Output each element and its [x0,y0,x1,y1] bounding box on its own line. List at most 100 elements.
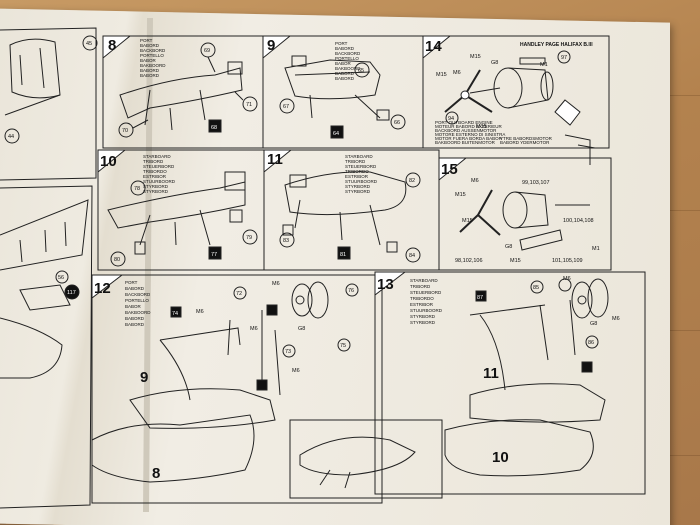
step-number-11: 11 [267,151,283,168]
nacelle-half-9 [129,388,276,429]
svg-text:100,104,108: 100,104,108 [563,218,594,224]
undercarriage-strut [159,327,241,346]
svg-text:94: 94 [448,116,454,122]
svg-text:BAKBOORD: BAKBOORD [125,310,151,315]
svg-text:PORTELLO: PORTELLO [125,298,149,303]
svg-text:BACKBORD: BACKBORD [140,48,166,53]
svg-text:STARBOARD: STARBOARD [143,154,171,159]
panel-inset [289,419,443,499]
svg-text:65: 65 [358,68,364,74]
page-fold [143,17,153,513]
svg-text:87: 87 [477,295,483,301]
svg-text:66: 66 [394,120,400,126]
svg-text:TRIBORDO: TRIBORDO [143,169,167,174]
step-8-part [119,67,243,119]
step-12-direction-labels: PORT BABORD BACKBORD PORTELLO BABOR BAKB… [125,280,151,327]
undercarriage-strut-2 [469,304,546,316]
svg-text:BACKBORD: BACKBORD [335,51,361,56]
svg-text:70: 70 [122,128,128,134]
svg-text:STUURBOORD: STUURBOORD [410,308,443,313]
svg-text:BABORD: BABORD [335,76,355,81]
svg-text:83: 83 [283,238,289,244]
part-callout [82,35,98,51]
svg-text:81: 81 [340,252,346,258]
step-9-part [284,59,381,100]
svg-text:M6: M6 [292,368,300,374]
svg-text:56: 56 [58,275,64,281]
svg-text:10: 10 [492,449,509,466]
svg-text:73: 73 [285,349,291,355]
svg-text:117: 117 [67,290,76,296]
svg-text:M1: M1 [540,62,548,68]
svg-text:BABORD: BABORD [140,43,160,48]
svg-text:STEUERBORD: STEUERBORD [345,164,377,169]
panel-left-top [0,27,97,181]
svg-text:G8: G8 [298,326,305,332]
svg-text:M15: M15 [455,192,466,198]
svg-text:ESTRIBOR: ESTRIBOR [143,174,167,179]
panel-step-14 [422,35,610,149]
svg-text:TRIBORDO: TRIBORDO [345,169,369,174]
svg-text:G8: G8 [505,244,512,250]
svg-text:9: 9 [140,369,148,386]
svg-text:PORT: PORT [335,41,348,46]
svg-text:STYRBORD: STYRBORD [410,320,436,325]
svg-text:80: 80 [114,257,120,263]
step-9-direction-labels: PORT BABORD BACKBORD PORTELLO BABOR BAKB… [335,41,361,81]
svg-text:BABORD: BABORD [125,286,145,291]
svg-text:84: 84 [409,253,415,259]
step-number-8: 8 [108,37,116,54]
svg-text:BAKBOORD BUITENMOTOR: BAKBOORD BUITENMOTOR [435,140,496,145]
svg-text:M1: M1 [592,246,600,252]
svg-text:BABOR: BABOR [335,61,352,66]
step-number-9: 9 [267,37,275,54]
svg-text:101,105,109: 101,105,109 [552,258,583,264]
panel-step-12 [91,274,383,504]
svg-text:44: 44 [8,134,14,140]
svg-text:BABORD: BABORD [125,322,145,327]
step-11-direction-labels: STARBOARD TRIBORD STEUERBORD TRIBORDO ES… [345,154,378,194]
svg-text:G8: G8 [491,60,498,66]
svg-text:77: 77 [211,252,217,258]
svg-text:BACKBORD: BACKBORD [125,292,151,297]
svg-text:72: 72 [236,291,242,297]
svg-text:75: 75 [340,343,346,349]
svg-text:M15: M15 [470,54,481,60]
svg-text:99,103,107: 99,103,107 [522,180,550,186]
svg-text:BABORD: BABORD [140,68,160,73]
nacelle-half-10 [444,419,594,477]
step-number-12: 12 [94,280,111,297]
wing-drawing [0,199,89,271]
wheel [291,283,313,317]
svg-text:PORT: PORT [140,38,153,43]
svg-text:STYRBORD: STYRBORD [345,184,371,189]
svg-text:M15: M15 [436,72,447,78]
svg-text:ESTRIBOR: ESTRIBOR [345,174,369,179]
svg-text:STARBOARD: STARBOARD [345,154,373,159]
svg-text:MOTEUR BABORD EXTERIEUR: MOTEUR BABORD EXTERIEUR [435,124,503,129]
svg-text:MOTOR FUERA BORDA BABOR: MOTOR FUERA BORDA BABOR [435,136,503,141]
svg-text:11: 11 [483,365,499,382]
svg-text:STYRBORD: STYRBORD [410,314,436,319]
svg-text:PORT OUTBOARD ENGINE: PORT OUTBOARD ENGINE [435,120,493,125]
svg-text:BABORD YDERMOTOR: BABORD YDERMOTOR [500,140,550,145]
step-number-14: 14 [425,38,442,55]
svg-text:BABOR: BABOR [125,304,142,309]
svg-text:STYRBORD: STYRBORD [345,189,371,194]
svg-text:BABORD: BABORD [335,71,355,76]
svg-text:85: 85 [533,285,539,291]
svg-text:TRIBORD: TRIBORD [345,159,366,164]
svg-text:TRIBORD: TRIBORD [410,284,431,289]
svg-text:M6: M6 [250,326,258,332]
nacelle-half-11 [469,383,606,423]
svg-text:YTRE BABORDSMOTOR: YTRE BABORDSMOTOR [500,136,553,141]
svg-text:M6: M6 [612,316,620,322]
svg-text:PORTELLO: PORTELLO [335,56,359,61]
engine-detail [554,99,581,126]
engine-cowling-2 [502,191,528,229]
svg-text:78: 78 [134,186,140,192]
svg-text:M6: M6 [563,276,571,282]
svg-text:TRIBORD: TRIBORD [143,159,164,164]
